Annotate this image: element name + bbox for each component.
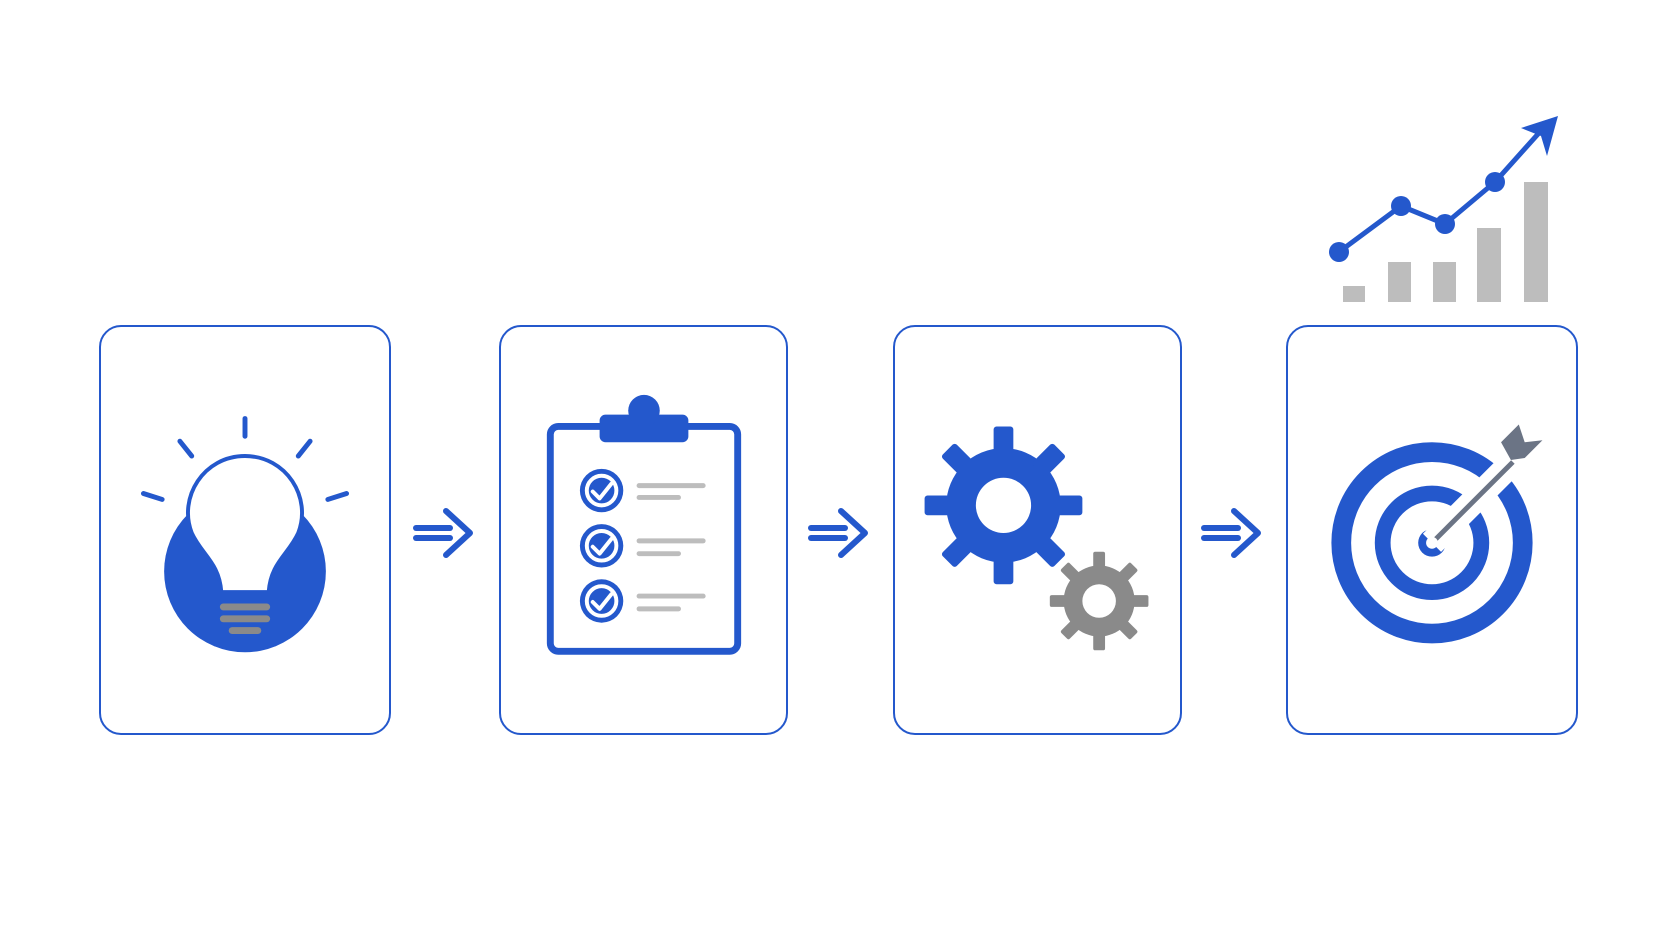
chart-bar [1388, 262, 1411, 302]
step-card-goal [1286, 325, 1578, 735]
arrow-right-icon [805, 505, 875, 563]
trend-point [1329, 242, 1349, 262]
chart-bar [1433, 262, 1456, 302]
chart-bar [1477, 228, 1501, 302]
chart-bar [1343, 286, 1365, 302]
growth-chart-icon [1329, 116, 1558, 302]
trend-point [1391, 196, 1411, 216]
arrow-right-icon [1198, 505, 1268, 563]
trend-arrowhead [1521, 116, 1558, 156]
clipboard-checklist-icon [546, 394, 742, 655]
trend-point [1435, 214, 1455, 234]
step-card-plan [499, 325, 788, 735]
step-card-idea [99, 325, 391, 735]
step-card-execute [893, 325, 1182, 735]
arrow-right-icon [410, 505, 480, 563]
lightbulb-icon [140, 416, 350, 653]
gears-icon [924, 426, 1149, 651]
trend-point [1485, 172, 1505, 192]
target-arrow-icon [1331, 424, 1543, 644]
chart-bar [1524, 182, 1548, 302]
